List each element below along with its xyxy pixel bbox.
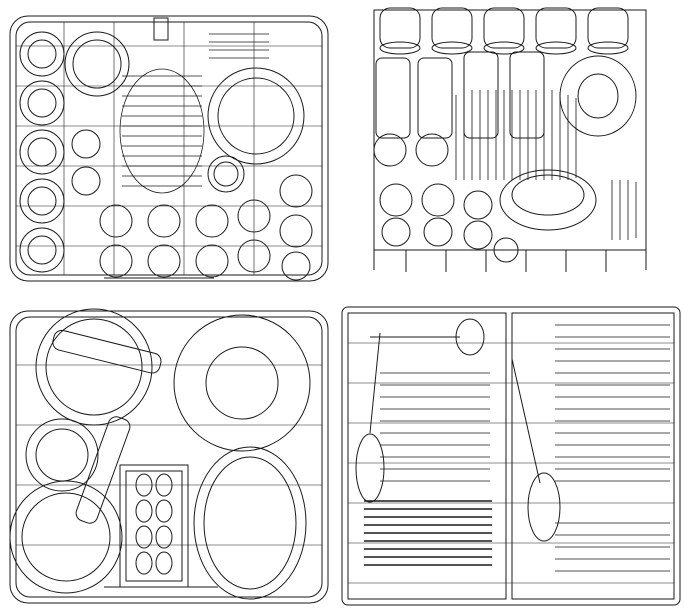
plate-left	[65, 32, 129, 96]
glasses-grid	[72, 130, 312, 280]
upper-cups	[380, 8, 628, 54]
tray-frame	[342, 307, 680, 605]
lid-oval	[194, 447, 306, 599]
rack-plates-bowls-panel	[4, 6, 334, 291]
rack-handle	[154, 18, 168, 40]
plates-right	[612, 180, 636, 240]
rack-pots-pans-panel	[4, 305, 334, 610]
rack-frame	[10, 16, 328, 281]
cutlery-tray-panel	[340, 303, 684, 613]
pan-upper-right	[174, 315, 310, 451]
forks-right	[555, 325, 670, 571]
rack-cups-glasses-side-panel	[366, 0, 654, 300]
tray-left	[348, 313, 506, 599]
bowl-tilted	[560, 56, 636, 136]
bowl-lower	[500, 170, 596, 230]
rack-frame	[10, 311, 328, 603]
tray-right	[512, 313, 674, 599]
spoon-upper-left	[370, 319, 484, 355]
spoon-large-left	[356, 333, 384, 502]
pan-lower-left	[10, 415, 132, 593]
bowl-small	[208, 156, 244, 192]
pan-upper-left	[36, 309, 163, 425]
bowl-large	[208, 68, 304, 164]
cutlery-basket	[120, 465, 188, 587]
spoon-large-right	[512, 359, 560, 541]
forks-left	[380, 373, 490, 481]
rack-grid	[16, 365, 322, 545]
glasses-row	[374, 52, 544, 166]
small-cups-lower	[380, 184, 518, 262]
plates-rack	[456, 90, 576, 180]
tray-grid	[348, 343, 674, 583]
cups-column	[20, 32, 64, 272]
plates-stack	[120, 69, 204, 193]
knives-left	[364, 501, 492, 565]
rack-grid	[16, 22, 322, 275]
plates-top-right	[209, 34, 269, 58]
